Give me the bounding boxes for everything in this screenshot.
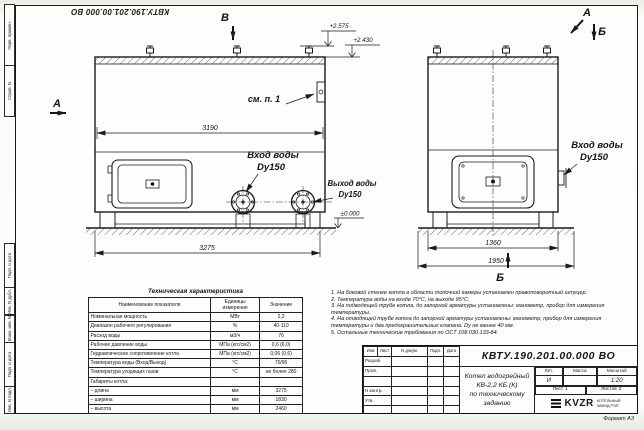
front-supports	[99, 211, 321, 229]
tech-table-title: Техническая характеристика	[147, 288, 244, 295]
front-view	[86, 45, 336, 235]
dim-3190: 3190	[202, 125, 218, 132]
mass-value	[562, 375, 597, 386]
company-logo: KVZR КОТЕЛЬНЫЙ ЗАВОД РЭП	[535, 395, 637, 414]
col-value: Значение	[259, 296, 303, 314]
signature-row	[363, 375, 460, 387]
stamp-sprav-n: Справ. N	[4, 65, 15, 118]
note-2: 2. Температура воды на входе 70°С, на вы…	[331, 296, 470, 303]
product-name: Котел водогрейный КВ-2,2 КБ (К) по техни…	[460, 367, 535, 413]
drawing-texts: 3190 3275 1360 1950 +2.575 +2.430 ±0.000…	[52, 7, 623, 284]
col-name: Наименование показателя	[88, 296, 211, 314]
see-note-ref: см. п. 1	[248, 94, 280, 104]
signature-row: Н.контр.	[363, 385, 460, 397]
elev-zero: ±0.000	[341, 211, 360, 218]
tech-header-row: Наименование показателя Единицы измерени…	[88, 296, 303, 314]
tech-table: Наименование показателя Единицы измерени…	[88, 296, 303, 415]
note-3: 3. На подводящей трубе котла, до запорно…	[331, 303, 605, 316]
side-inlet-label: Вход воды	[571, 140, 622, 151]
side-inlet-dn: Dy150	[580, 152, 609, 163]
dimension-lines	[94, 30, 578, 269]
front-inlet-dn: Dy150	[257, 162, 286, 173]
side-wall-nozzle	[316, 81, 326, 103]
valve-icon	[501, 45, 511, 58]
valve-icon	[232, 45, 242, 58]
front-inlet-label: Вход воды	[247, 150, 298, 161]
note-5: 5. Остальные технические требования по О…	[331, 329, 499, 336]
signature-row: Утв.	[363, 395, 460, 407]
stamp-inv-podl: Инв. N подл.	[4, 386, 15, 414]
front-door	[107, 159, 193, 209]
note-1: 1. На боковой стенке котла в области топ…	[331, 290, 588, 296]
technical-notes: 1. На боковой стенке котла в области топ…	[331, 290, 637, 336]
logo-bars-icon	[551, 398, 562, 409]
signature-header-row: Изм Лист N докум. Подп. Дата	[363, 346, 460, 357]
dim-1360: 1360	[485, 240, 501, 247]
lit-value: И	[534, 375, 563, 386]
left-margin-stamps: Перв. примен. Справ. N Подп. и дата Инв.…	[4, 4, 15, 414]
tech-row: Диапазон рабочего регулирования%40-110	[88, 321, 303, 332]
note-4: 4. На отводящей трубе котла до запорной …	[331, 316, 602, 329]
title-block-signatures: Изм Лист N докум. Подп. Дата Разраб. Про…	[363, 346, 460, 413]
centerlines	[226, 50, 494, 236]
valve-icon	[145, 45, 155, 58]
dim-3275: 3275	[199, 245, 215, 252]
elev-2430: +2.430	[353, 37, 373, 44]
tech-characteristics: Техническая характеристика Наименование …	[88, 288, 303, 415]
format-note: Формат А3	[603, 416, 634, 422]
dim-1950: 1950	[488, 258, 504, 265]
marker-a-right: А	[582, 7, 591, 19]
signature-row: Разраб.	[363, 355, 460, 367]
title-block-doc-number: КВТУ.190.201.00.000 ВО	[460, 346, 637, 367]
tech-row: Габариты котла:	[88, 376, 303, 387]
col-unit: Единицы измерения	[209, 296, 261, 314]
signature-row	[363, 405, 460, 413]
logo-subtitle: КОТЕЛЬНЫЙ ЗАВОД РЭП	[596, 399, 621, 408]
scale-value: 1:20	[596, 375, 637, 386]
logo-text: KVZR	[564, 398, 594, 410]
valve-icon	[542, 45, 552, 58]
marker-b-bottom: Б	[496, 272, 504, 284]
section-markers	[50, 19, 597, 268]
meta-values-row: И 1:20	[534, 375, 637, 386]
side-inlet-nozzle	[557, 168, 567, 188]
marker-b-top: Б	[598, 26, 606, 38]
valve-icon	[432, 45, 442, 58]
title-block: Изм Лист N докум. Подп. Дата Разраб. Про…	[362, 345, 638, 414]
front-outlet-label: Выход воды	[328, 179, 377, 188]
signature-row: Пров.	[363, 365, 460, 377]
marker-v: В	[221, 12, 229, 24]
side-view	[418, 45, 574, 235]
marker-a-left: А	[52, 98, 61, 110]
elev-2575: +2.575	[329, 23, 349, 30]
front-outlet-dn: Dy150	[339, 190, 363, 199]
valve-icon	[304, 45, 314, 58]
